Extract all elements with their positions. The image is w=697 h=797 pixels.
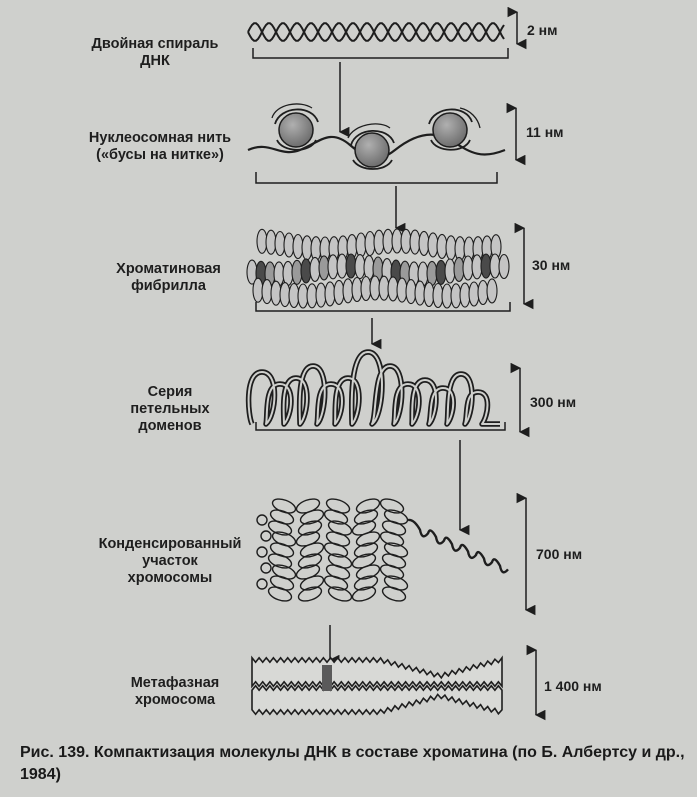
stage-label-metaphase: Метафазная хромосома — [130, 675, 220, 708]
scale-value-30nm: 30 нм — [532, 257, 571, 273]
nucleosome-bead-1 — [271, 103, 319, 151]
scale-value-11nm: 11 нм — [526, 124, 564, 140]
scale-value-1400nm: 1 400 нм — [544, 678, 602, 694]
bracket-4 — [255, 422, 506, 431]
nucleosome-bead-3 — [428, 107, 481, 151]
scale-value-2nm: 2 нм — [527, 22, 558, 38]
helix-strand-b — [247, 22, 505, 42]
nucleosome-string — [247, 103, 506, 170]
looped-fiber-core — [247, 351, 500, 425]
dna-double-helix — [247, 22, 505, 42]
nucleosome-bead-2 — [347, 123, 395, 170]
bracket-3 — [255, 302, 511, 312]
bracket-1 — [252, 48, 509, 59]
chromatin-fibril — [246, 228, 510, 309]
stage-label-loops: Серия петельных доменов — [130, 384, 210, 434]
stage-label-double-helix: Двойная спираль ДНК — [91, 36, 219, 69]
helix-strand-a — [247, 22, 505, 42]
metaphase-chromosome — [251, 655, 503, 716]
chromatid-upper — [251, 655, 503, 689]
condensed-chromosome-segment — [256, 498, 509, 602]
scale-value-700nm: 700 нм — [536, 546, 583, 562]
stage-label-condensed: Конденсированный участок хромосомы — [98, 536, 242, 586]
bracket-2 — [255, 172, 498, 184]
figure-caption: Рис. 139. Компактизация молекулы ДНК в с… — [20, 744, 685, 783]
stage-label-fibril: Хроматиновая фибрилла — [116, 261, 221, 294]
scale-bars — [506, 6, 546, 721]
stage-label-nucleosome: Нуклеосомная нить («бусы на нитке») — [88, 130, 232, 163]
scale-value-300nm: 300 нм — [530, 394, 577, 410]
loop-domains — [245, 349, 500, 427]
chromatid-lower — [251, 684, 503, 716]
centromere-band — [322, 665, 332, 691]
